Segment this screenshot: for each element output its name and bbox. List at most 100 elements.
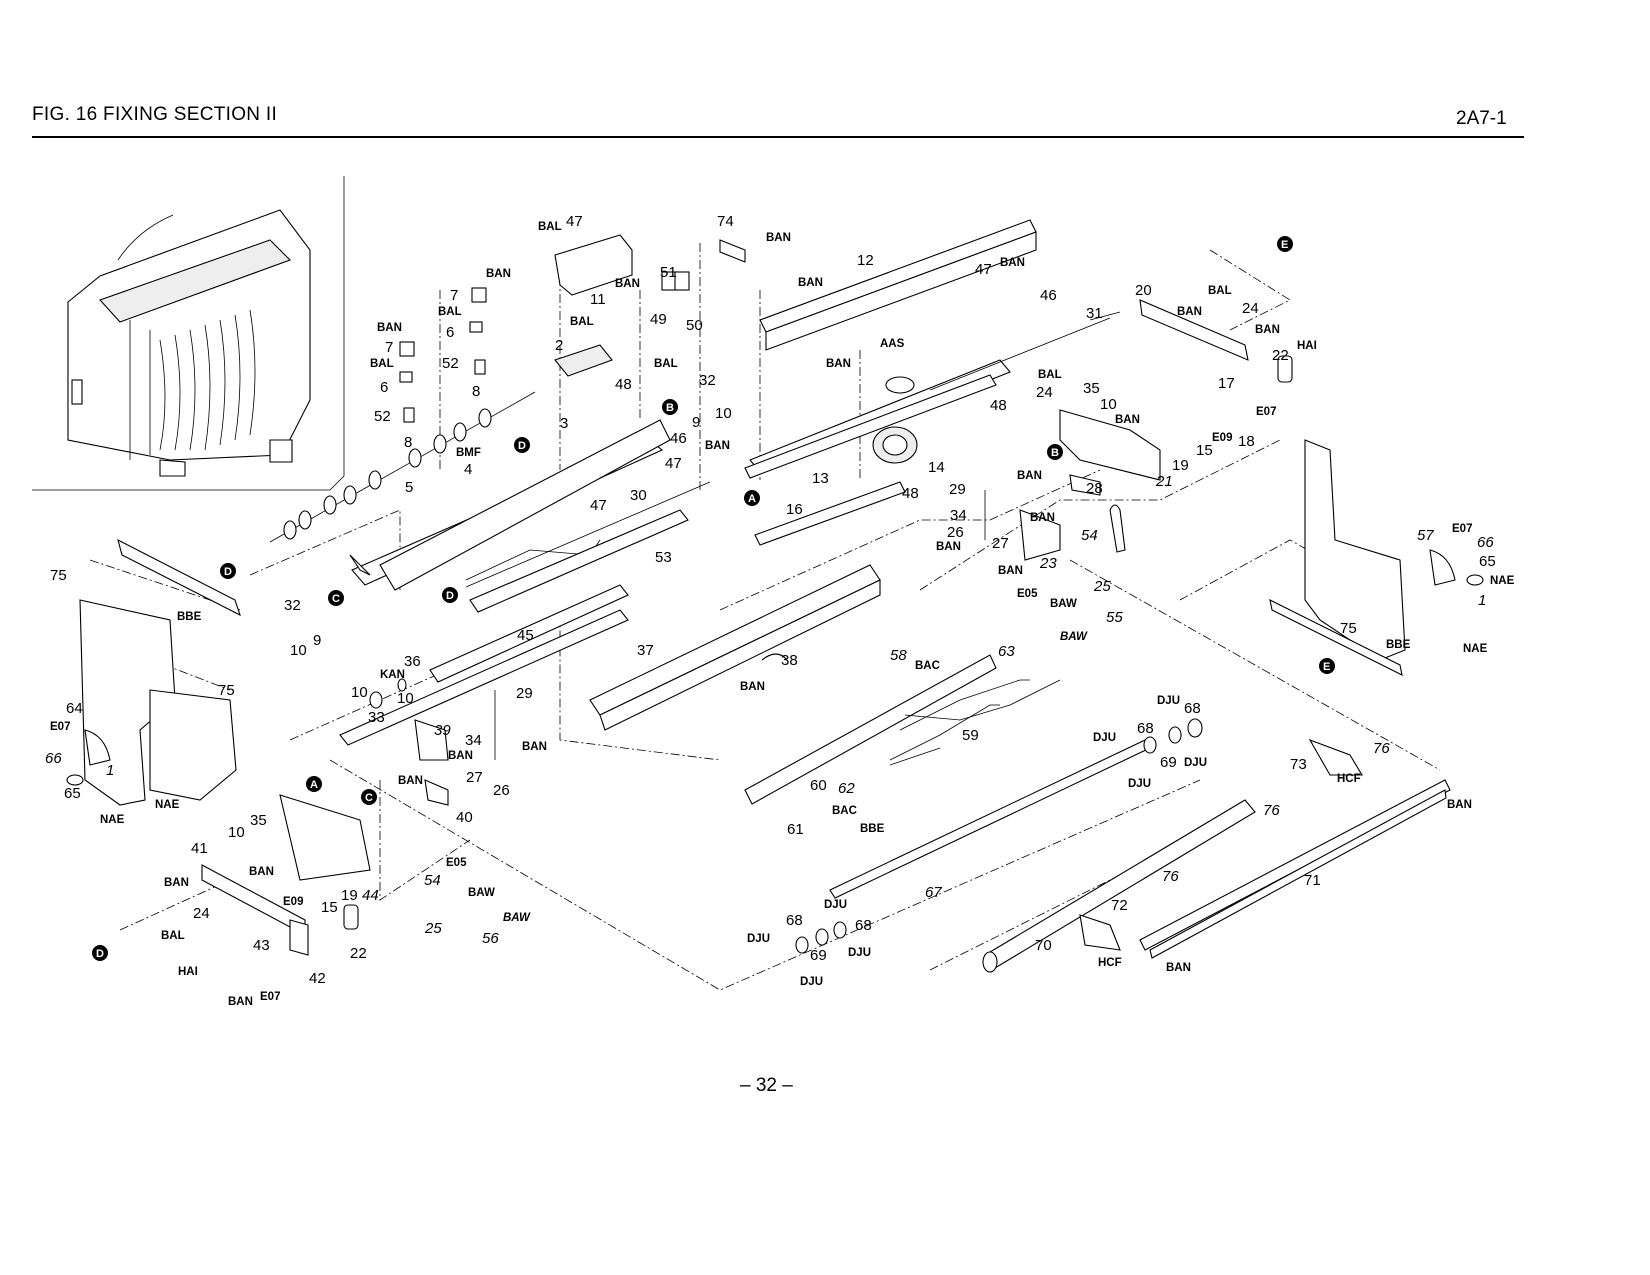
figure-title: FIG. 16 FIXING SECTION II: [32, 104, 278, 125]
callout-76b: 76: [1263, 802, 1280, 819]
callout-4: 4: [464, 461, 472, 478]
svg-text:A: A: [310, 779, 318, 791]
code-e07-2: E07: [1452, 523, 1472, 535]
svg-text:D: D: [446, 590, 454, 602]
svg-text:B: B: [666, 402, 674, 414]
callout-46a: 46: [670, 430, 687, 447]
code-ban-3: BAN: [798, 277, 823, 289]
code-bac-2: BAC: [832, 805, 857, 817]
callout-2: 2: [555, 337, 563, 354]
code-bal-5: BAL: [654, 358, 678, 370]
callout-32b: 32: [284, 597, 301, 614]
badge-c-1: C: [328, 590, 344, 606]
code-kan: KAN: [380, 669, 405, 681]
code-e05-1: E05: [1017, 588, 1038, 600]
code-ban-12: BAN: [1017, 470, 1042, 482]
callout-30: 30: [630, 487, 647, 504]
connection-badges: E B D B A D C D E A C D: [92, 236, 1335, 961]
callout-19b: 19: [341, 887, 358, 904]
code-bal-1: BAL: [538, 221, 562, 233]
callout-49: 49: [650, 311, 667, 328]
callout-14: 14: [928, 459, 945, 476]
code-dju-1: DJU: [1157, 695, 1180, 707]
callout-15b: 15: [321, 899, 338, 916]
callout-35b: 35: [250, 812, 267, 829]
callout-10f: 10: [228, 824, 245, 841]
callout-74: 74: [717, 213, 734, 230]
callout-19a: 19: [1172, 457, 1189, 474]
callout-18: 18: [1238, 433, 1255, 450]
code-dju-5: DJU: [824, 899, 847, 911]
callout-76c: 76: [1162, 868, 1179, 885]
callout-61: 61: [787, 821, 804, 838]
callout-42: 42: [309, 970, 326, 987]
callout-65a: 65: [1479, 553, 1496, 570]
code-bbe-1: BBE: [1386, 639, 1411, 651]
code-ban-22: BAN: [228, 996, 253, 1008]
code-nae-1: NAE: [1490, 575, 1515, 587]
callout-58: 58: [890, 647, 907, 664]
code-dju-3: DJU: [1184, 757, 1207, 769]
badge-b-2: B: [1047, 444, 1063, 460]
callout-75c: 75: [218, 682, 235, 699]
svg-text:D: D: [518, 440, 526, 452]
code-e07-3: E07: [50, 721, 70, 733]
code-ban-21: BAN: [164, 877, 189, 889]
callout-47d: 47: [975, 261, 992, 278]
code-ban-24: BAN: [1166, 962, 1191, 974]
callout-27a: 27: [992, 535, 1009, 552]
callout-48b: 48: [990, 397, 1007, 414]
callout-48a: 48: [615, 376, 632, 393]
code-bal-3: BAL: [570, 316, 594, 328]
code-dju-7: DJU: [848, 947, 871, 959]
badge-d-4: D: [92, 945, 108, 961]
callout-50: 50: [686, 317, 703, 334]
callout-10d: 10: [351, 684, 368, 701]
code-ban-23: BAN: [1447, 799, 1472, 811]
callout-1a: 1: [1478, 592, 1486, 609]
code-dju-6: DJU: [747, 933, 770, 945]
badge-a-2: A: [306, 776, 322, 792]
machine-overview-inset: [32, 176, 345, 491]
callout-62: 62: [838, 780, 855, 797]
callout-13: 13: [812, 470, 829, 487]
badge-e-top: E: [1277, 236, 1293, 252]
callout-67: 67: [925, 884, 942, 901]
callout-72: 72: [1111, 897, 1128, 914]
callout-10c: 10: [290, 642, 307, 659]
callout-20: 20: [1135, 282, 1152, 299]
callout-47c: 47: [590, 497, 607, 514]
callout-32a: 32: [699, 372, 716, 389]
callout-17: 17: [1218, 375, 1235, 392]
callout-33: 33: [368, 709, 385, 726]
callout-46b: 46: [1040, 287, 1057, 304]
code-bmf: BMF: [456, 447, 481, 459]
code-ban-17: BAN: [522, 741, 547, 753]
assembly-linework: [66, 219, 1484, 991]
svg-text:E: E: [1323, 661, 1330, 673]
code-bbe-2: BBE: [177, 611, 202, 623]
callout-66a: 66: [1477, 534, 1494, 551]
code-dju-8: DJU: [800, 976, 823, 988]
code-ban-14: BAN: [936, 541, 961, 553]
callout-24b: 24: [1036, 384, 1053, 401]
code-ban-9: BAN: [1177, 306, 1202, 318]
callout-1b: 1: [106, 762, 114, 779]
callout-51: 51: [660, 264, 677, 281]
code-baw-3: BAW: [468, 887, 495, 899]
code-e05-2: E05: [446, 857, 467, 869]
callout-23: 23: [1039, 555, 1057, 572]
code-hai-2: HAI: [178, 966, 198, 978]
callout-7b: 7: [385, 339, 393, 356]
callout-6a: 6: [446, 324, 454, 341]
code-ban-8: BAN: [705, 440, 730, 452]
callout-10a: 10: [715, 405, 732, 422]
code-hcf-1: HCF: [1337, 773, 1361, 785]
callout-69b: 69: [810, 947, 827, 964]
callout-47: 47: [566, 213, 583, 230]
callout-53: 53: [655, 549, 672, 566]
code-ban-6: BAN: [377, 322, 402, 334]
code-e07-1: E07: [1256, 406, 1276, 418]
callout-54b: 54: [424, 872, 441, 889]
callout-16: 16: [786, 501, 803, 518]
